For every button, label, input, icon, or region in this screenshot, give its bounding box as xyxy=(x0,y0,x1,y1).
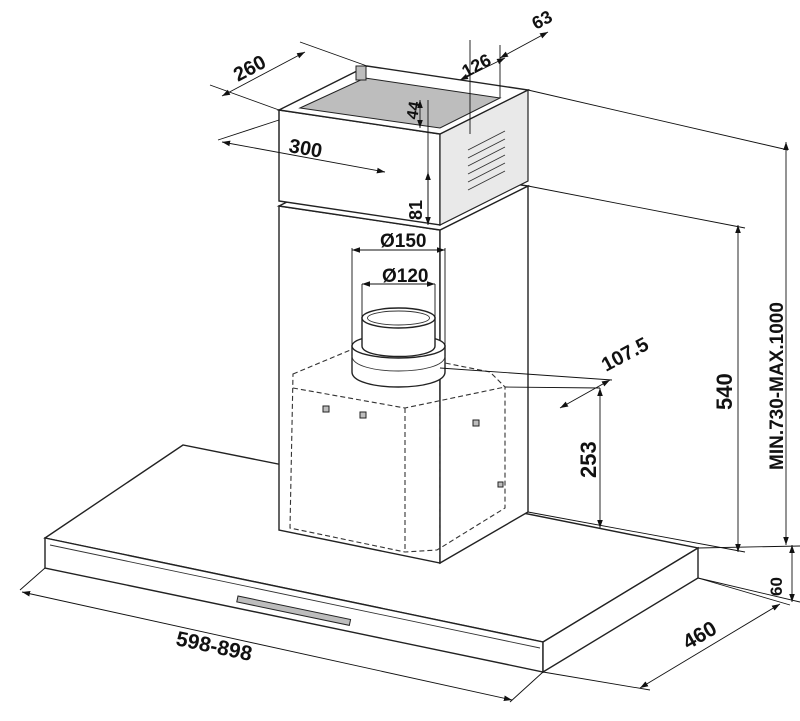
dim-line-126 xyxy=(459,57,506,81)
label-duct-120: Ø120 xyxy=(382,266,428,287)
label-44: 44 xyxy=(404,100,424,121)
dim-line-107-5 xyxy=(559,379,611,409)
dim-line-598-898 xyxy=(21,590,513,702)
label-60: 60 xyxy=(767,577,786,596)
chimney-side xyxy=(439,184,529,565)
label-overall-height: MIN.730-MAX.1000 xyxy=(767,302,788,470)
duct-collar xyxy=(351,307,446,388)
dim-line-63 xyxy=(499,31,549,59)
label-63: 63 xyxy=(528,6,555,33)
label-540: 540 xyxy=(712,373,737,410)
dim-line-460 xyxy=(639,603,781,689)
label-598-898: 598-898 xyxy=(174,627,254,666)
label-253: 253 xyxy=(576,441,601,478)
label-126: 126 xyxy=(458,50,494,82)
dim-line-260 xyxy=(221,51,306,97)
dim-line-300 xyxy=(221,140,386,174)
label-81: 81 xyxy=(406,200,426,220)
dimension-arrows xyxy=(21,31,795,702)
label-460: 460 xyxy=(679,617,721,654)
label-duct-150: Ø150 xyxy=(380,231,426,252)
label-260: 260 xyxy=(230,51,270,86)
filter-clip xyxy=(355,65,367,81)
vent-grille xyxy=(467,130,506,191)
label-107-5: 107.5 xyxy=(598,333,653,376)
